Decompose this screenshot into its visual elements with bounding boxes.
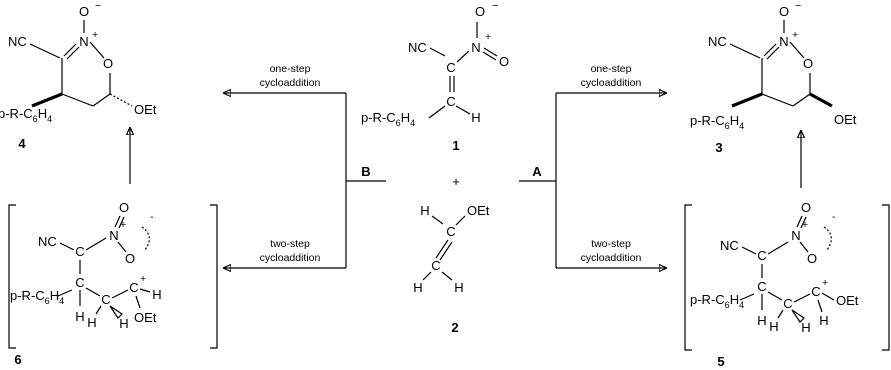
h-bl: H	[413, 280, 422, 295]
b-one-step-1: one-step	[270, 63, 311, 75]
h-br: H	[454, 280, 463, 295]
c-plus: +	[822, 277, 828, 289]
pathway-a-label: A	[532, 164, 542, 179]
n-nitro: N	[109, 228, 118, 243]
nc-group: NC	[720, 238, 739, 253]
b-one-step-2: cycloaddition	[260, 77, 321, 89]
aryl: p-R-C6H4	[361, 110, 415, 128]
h-gamma: H	[769, 319, 778, 334]
ring-plus: +	[92, 29, 98, 41]
ring-o: O	[803, 56, 813, 71]
o-minus: O	[79, 4, 89, 19]
plus-sign: +	[452, 174, 460, 189]
compound-4: O − N + O NC p-R-C6H4 OEt 4	[0, 0, 157, 151]
charge-minus: −	[795, 0, 801, 12]
o-nitro: O	[125, 251, 135, 266]
charge-minus: −	[492, 0, 498, 12]
c-bottom: C	[431, 258, 440, 273]
oet-group: OEt	[134, 102, 157, 117]
compound-3-label: 3	[715, 140, 722, 155]
n-nitro: N	[791, 228, 800, 243]
ring-plus: +	[792, 29, 798, 41]
charge-minus: -	[832, 211, 836, 223]
oet-group: OEt	[467, 203, 490, 218]
compound-1: O − N + O NC C C H p-R-C6H4 1	[361, 0, 509, 153]
c-beta: C	[446, 94, 455, 109]
c-cation: C	[129, 280, 138, 295]
h-beta: H	[75, 309, 84, 324]
o-minus: O	[779, 4, 789, 19]
a-two-step-1: two-step	[591, 238, 631, 250]
c-gamma: C	[783, 296, 792, 311]
charge-minus: -	[150, 211, 154, 223]
c-alpha: C	[757, 248, 766, 263]
ring-n: N	[79, 34, 88, 49]
c-alpha: C	[446, 60, 455, 75]
b-two-step-1: two-step	[270, 238, 310, 250]
c-beta: C	[75, 275, 84, 290]
nc-group: NC	[38, 234, 57, 249]
aryl: p-R-C6H4	[10, 288, 64, 306]
compound-2-label: 2	[451, 320, 458, 335]
compound-3: O − N + O NC p-R-C6H4 OEt 3	[690, 0, 857, 155]
charge-minus: −	[95, 0, 101, 12]
oet-group: OEt	[836, 293, 859, 308]
c-top: C	[446, 224, 455, 239]
compound-5: O N + O - NC C C p-R-C6H4 H C H H C + OE…	[684, 200, 890, 369]
h-beta: H	[471, 110, 480, 125]
nc-group: NC	[8, 34, 27, 49]
nc-group: NC	[708, 34, 727, 49]
oet-group: OEt	[134, 310, 157, 325]
pathway-b-label: B	[361, 164, 370, 179]
n-plus: N	[471, 40, 480, 55]
h-top: H	[420, 203, 429, 218]
c-gamma: C	[101, 292, 110, 307]
h-beta: H	[757, 313, 766, 328]
c-beta: C	[757, 279, 766, 294]
o-nitro: O	[499, 54, 509, 69]
aryl: p-R-C6H4	[0, 106, 52, 124]
a-two-step-2: cycloaddition	[581, 252, 642, 264]
c-alpha: C	[75, 244, 84, 259]
oet-group: OEt	[834, 112, 857, 127]
compound-4-label: 4	[18, 136, 26, 151]
pathway-a: A one-step cycloaddition two-step cycloa…	[519, 63, 666, 268]
c-plus: +	[140, 273, 146, 285]
o-top: O	[801, 200, 811, 215]
n-plus: +	[120, 219, 126, 231]
compound-1-label: 1	[452, 138, 459, 153]
aryl: p-R-C6H4	[690, 113, 744, 131]
c-cation: C	[811, 284, 820, 299]
compound-6-label: 6	[14, 352, 21, 367]
compound-6: O N + O - NC C C p-R-C6H4 H C H H C + H …	[8, 200, 218, 367]
o-nitro: O	[807, 251, 817, 266]
n-plus: +	[802, 219, 808, 231]
b-two-step-2: cycloaddition	[260, 252, 321, 264]
h-cation: H	[819, 313, 828, 328]
o-minus: O	[475, 4, 485, 19]
compound-2: H C OEt C H H 2	[413, 203, 489, 335]
compound-5-label: 5	[717, 354, 724, 369]
o-top: O	[119, 200, 129, 215]
a-one-step-2: cycloaddition	[581, 77, 642, 89]
charge-plus: +	[485, 31, 491, 43]
a-one-step-1: one-step	[591, 63, 632, 75]
pathway-b: B one-step cycloaddition two-step cycloa…	[224, 63, 386, 268]
ring-n: N	[779, 34, 788, 49]
h-cation: H	[152, 287, 161, 302]
aryl: p-R-C6H4	[690, 292, 744, 310]
h-gamma-2: H	[119, 316, 128, 331]
h-gamma-2: H	[801, 320, 810, 335]
nc-group: NC	[408, 40, 427, 55]
h-gamma: H	[87, 315, 96, 330]
ring-o: O	[103, 56, 113, 71]
